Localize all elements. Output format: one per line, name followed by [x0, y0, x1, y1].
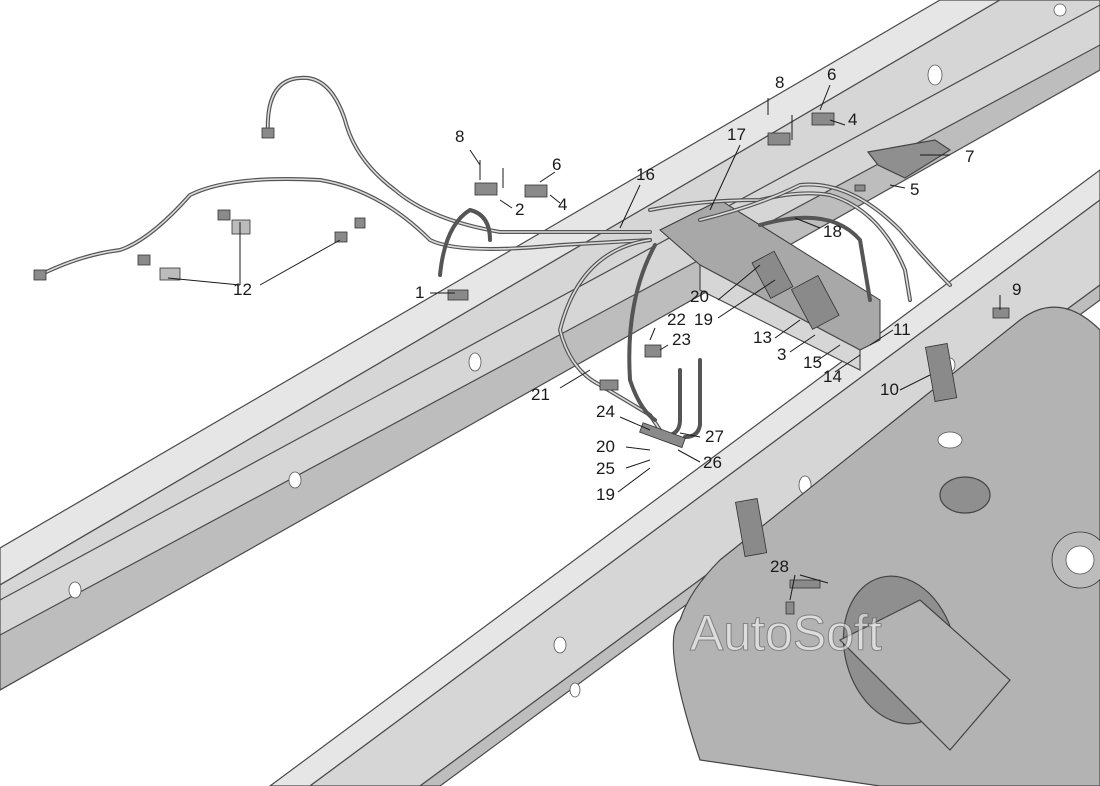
callout-28: 28 — [770, 557, 789, 576]
fittings-and-clips — [33, 98, 1010, 615]
callout-6b: 6 — [827, 65, 836, 84]
callout-27: 27 — [705, 427, 724, 446]
callout-25: 25 — [596, 459, 615, 478]
brake-pipes — [38, 75, 952, 439]
callout-10: 10 — [880, 380, 899, 399]
callout-19a: 19 — [694, 310, 713, 329]
callout-20a: 20 — [690, 287, 709, 306]
callout-20b: 20 — [596, 437, 615, 456]
callout-7: 7 — [965, 147, 974, 166]
callout-21: 21 — [531, 385, 550, 404]
cross-member — [659, 199, 881, 371]
callout-5: 5 — [910, 180, 919, 199]
callout-16: 16 — [636, 165, 655, 184]
callout-12: 12 — [233, 280, 252, 299]
watermark-text: AutoSoft — [690, 605, 882, 661]
callout-8a: 8 — [455, 127, 464, 146]
callout-4b: 4 — [848, 110, 857, 129]
callout-13: 13 — [753, 328, 772, 347]
callout-1: 1 — [415, 283, 424, 302]
callout-23: 23 — [672, 330, 691, 349]
callout-17: 17 — [727, 125, 746, 144]
callout-11: 11 — [893, 320, 911, 339]
callout-14: 14 — [823, 367, 842, 386]
callout-19b: 19 — [596, 485, 615, 504]
callout-9: 9 — [1012, 280, 1021, 299]
callout-18: 18 — [823, 222, 842, 241]
callout-4a: 4 — [558, 195, 567, 214]
callout-24: 24 — [596, 402, 615, 421]
callout-2: 2 — [515, 200, 524, 219]
callout-22: 22 — [667, 310, 686, 329]
callout-26: 26 — [703, 453, 722, 472]
callout-3: 3 — [777, 345, 786, 364]
callout-labels: 1 2 3 4 4 5 6 6 7 8 8 9 10 11 12 13 14 1… — [233, 65, 1021, 576]
leader-lines — [167, 84, 1001, 601]
fuel-tank — [672, 306, 1100, 786]
left-rail-holes — [68, 3, 1067, 599]
callout-8b: 8 — [775, 73, 784, 92]
callout-15: 15 — [803, 353, 822, 372]
callout-6a: 6 — [552, 155, 561, 174]
